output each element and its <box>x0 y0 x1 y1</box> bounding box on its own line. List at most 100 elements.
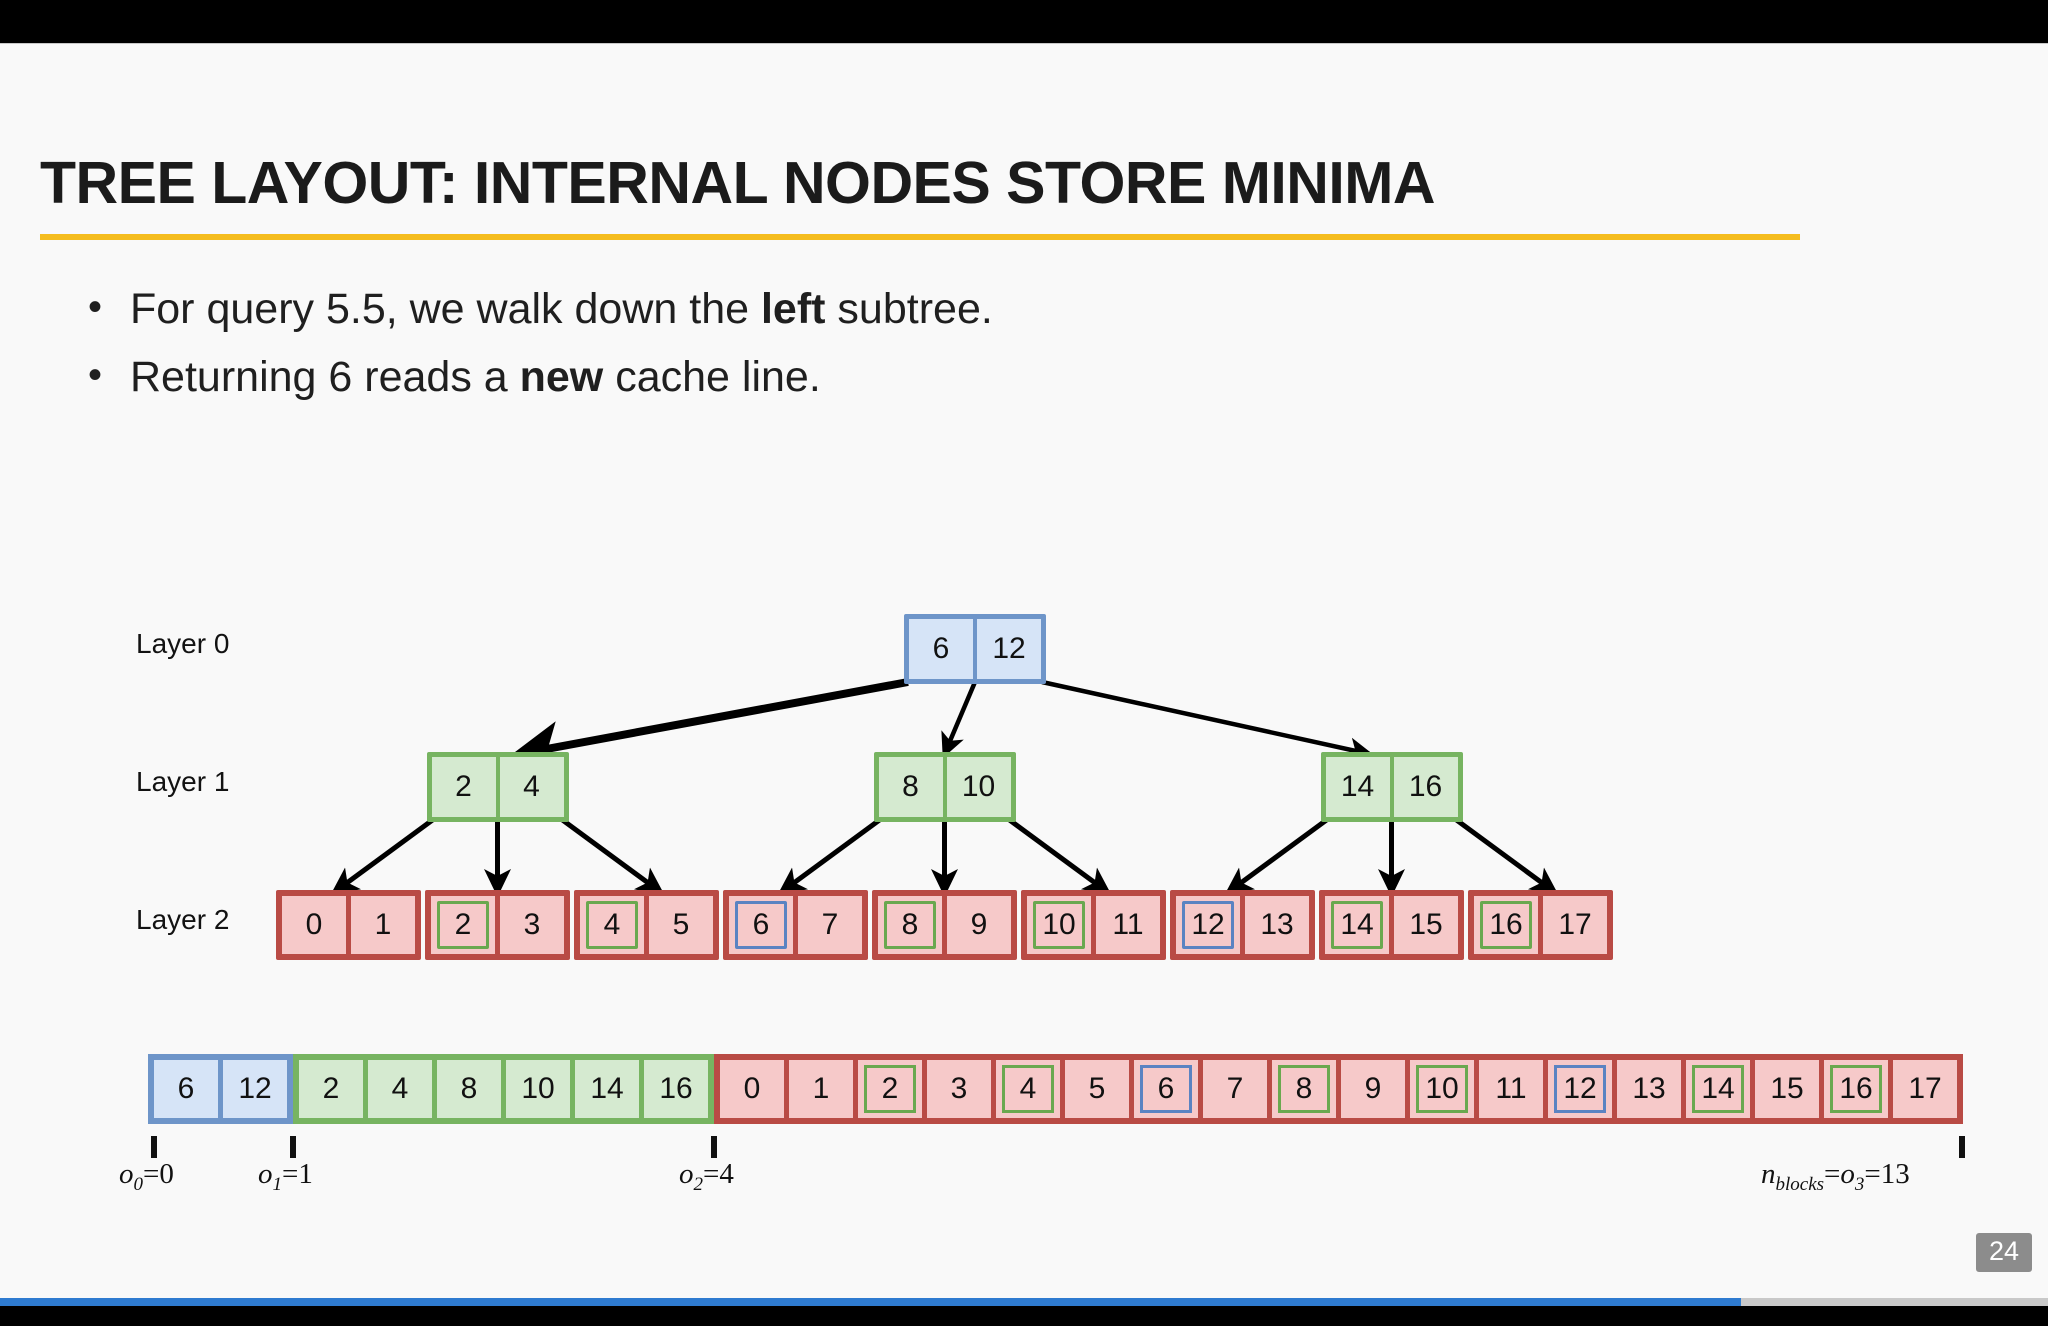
layer2-node-5[interactable]: 10 11 <box>1021 890 1166 960</box>
cell-value: 12 <box>238 1072 272 1105</box>
highlight-box-green <box>1416 1065 1468 1113</box>
array-cell: 4 <box>368 1060 432 1118</box>
layer1-node-1[interactable]: 8 10 <box>873 752 1016 822</box>
array-cell: 8 <box>878 757 943 817</box>
array-cell: 8 <box>1272 1060 1336 1118</box>
cell-value: 6 <box>177 1072 195 1105</box>
layer-0-label: Layer 0 <box>136 628 230 659</box>
highlight-box-green <box>1692 1065 1744 1113</box>
layer-1-label: Layer 1 <box>136 766 230 797</box>
array-cell: 6 <box>909 619 973 679</box>
highlight-box-green <box>864 1065 916 1113</box>
layer0-node[interactable]: 6 12 <box>904 614 1046 684</box>
array-cell: 10 <box>506 1060 570 1118</box>
tree-edge <box>510 678 909 772</box>
array-cell: 11 <box>1479 1060 1543 1118</box>
cell-value: 12 <box>992 632 1026 665</box>
array-cell: 14 <box>575 1060 639 1118</box>
cell-value: 2 <box>322 1072 340 1105</box>
layer2-node-7[interactable]: 14 15 <box>1319 890 1464 960</box>
array-cell: 15 <box>1755 1060 1819 1118</box>
offset-label-3: nblocks=o3=13 <box>1761 1158 1910 1195</box>
array-cell: 5 <box>649 896 713 954</box>
array-cell: 15 <box>1394 896 1458 954</box>
highlight-box-green <box>1830 1065 1882 1113</box>
cell-value: 14 <box>590 1072 624 1105</box>
offset-tick-2 <box>711 1136 717 1158</box>
offset-label-1: o1=1 <box>258 1158 313 1195</box>
cell-value: 8 <box>902 770 919 803</box>
cell-value: 8 <box>460 1072 478 1105</box>
offset-label-2: o2=4 <box>679 1158 734 1195</box>
array-cell: 6 <box>1134 1060 1198 1118</box>
page-title: TREE LAYOUT: INTERNAL NODES STORE MINIMA <box>40 150 1436 216</box>
cell-value: 15 <box>1770 1072 1804 1105</box>
array-cell: 3 <box>500 896 564 954</box>
array-cell: 2 <box>431 757 496 817</box>
array-cell: 9 <box>947 896 1011 954</box>
cell-value: 11 <box>1112 908 1144 941</box>
layer-2-label: Layer 2 <box>136 904 230 935</box>
cell-value: 14 <box>1701 1072 1735 1105</box>
cell-value: 3 <box>950 1072 968 1105</box>
array-cell: 14 <box>1325 896 1389 954</box>
highlight-box-blue <box>1554 1065 1606 1113</box>
progress-bar-track[interactable] <box>0 1298 2048 1306</box>
array-cell: 3 <box>927 1060 991 1118</box>
array-cell: 4 <box>499 757 564 817</box>
array-cell: 14 <box>1686 1060 1750 1118</box>
array-cell: 0 <box>282 896 346 954</box>
flat-array-segment-blue: 6 12 <box>148 1054 293 1124</box>
cell-value: 4 <box>523 770 540 803</box>
cell-value: 1 <box>374 908 392 941</box>
array-cell: 5 <box>1065 1060 1129 1118</box>
cell-value: 5 <box>1088 1072 1106 1105</box>
page-number-badge: 24 <box>1975 1233 2032 1272</box>
array-cell: 10 <box>1027 896 1091 954</box>
cell-value: 7 <box>821 908 839 941</box>
cell-value: 10 <box>1042 908 1076 941</box>
offset-tick-0 <box>151 1136 157 1158</box>
offset-tick-3 <box>1959 1136 1965 1158</box>
tree-edge <box>777 817 881 895</box>
highlight-box-green <box>1278 1065 1330 1113</box>
array-cell: 16 <box>644 1060 708 1118</box>
cell-value: 6 <box>1157 1072 1175 1105</box>
cell-value: 17 <box>1558 908 1592 941</box>
array-cell: 8 <box>437 1060 501 1118</box>
cell-value: 15 <box>1409 908 1443 941</box>
array-cell: 17 <box>1543 896 1607 954</box>
cell-value: 6 <box>932 632 950 665</box>
array-cell: 6 <box>729 896 793 954</box>
array-cell: 6 <box>154 1060 218 1118</box>
array-cell: 2 <box>431 896 495 954</box>
cell-value: 16 <box>1408 770 1443 803</box>
bullet-emphasis: new <box>519 353 604 402</box>
array-cell: 2 <box>299 1060 363 1118</box>
array-cell: 10 <box>946 757 1011 817</box>
cell-value: 2 <box>455 770 472 803</box>
cell-value: 0 <box>305 908 323 941</box>
array-cell: 10 <box>1410 1060 1474 1118</box>
viewer-top-bar <box>0 0 2048 43</box>
array-cell: 12 <box>223 1060 287 1118</box>
tree-edge <box>941 681 978 759</box>
tree-edge <box>561 817 665 895</box>
bullet-marker: • <box>88 353 103 398</box>
title-underline <box>40 234 1800 240</box>
cell-value: 9 <box>970 908 988 941</box>
array-cell: 12 <box>1548 1060 1612 1118</box>
